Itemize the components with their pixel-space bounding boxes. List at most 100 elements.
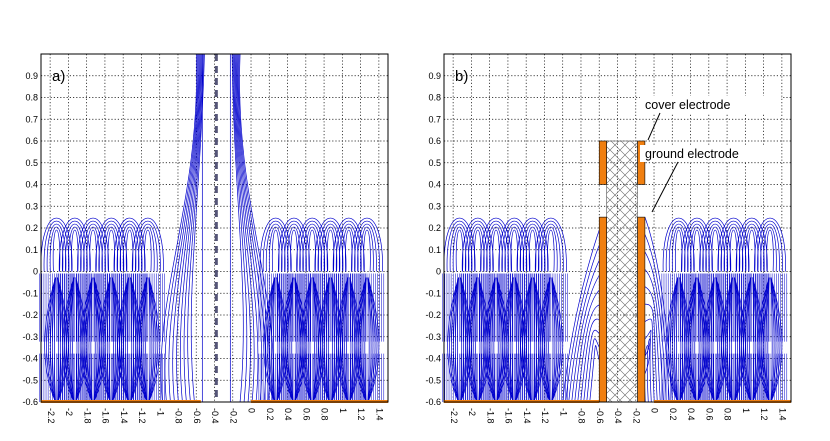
field-line [139,277,148,403]
field-line [305,277,312,403]
field-line [283,277,294,403]
field-line [265,277,276,403]
x-tick-label: -0.8 [174,408,184,424]
field-line [727,277,733,403]
field-line [66,277,75,403]
field-line [469,277,478,403]
field-line [443,217,476,272]
field-line [360,226,374,272]
field-line [461,217,494,272]
x-tick-label: 0 [650,408,660,413]
field-line [493,277,496,403]
field-line [729,230,738,272]
field-line [528,230,537,272]
x-tick-label: -1.6 [101,408,111,424]
field-line [285,277,294,403]
y-tick-label: 0.7 [25,114,38,124]
field-line [113,217,146,272]
field-line [231,53,244,403]
panel-b-frame [443,53,792,403]
field-line [745,277,752,403]
field-line [770,277,781,403]
panel-b: b) 0.90.80.70.60.50.40.30.20.10-0.1-0.2-… [425,53,792,424]
field-line [702,277,715,403]
field-line [767,277,770,403]
field-line [522,277,532,403]
field-line [351,217,383,272]
field-line [542,277,551,403]
field-line [526,277,532,403]
field-line [86,277,93,403]
field-line [138,223,158,272]
field-line [64,277,75,403]
field-line [644,234,670,403]
field-line [730,277,733,403]
field-line [148,277,157,403]
y-tick-label: 0.8 [25,93,38,103]
field-line [763,226,777,272]
field-line [530,277,532,403]
field-line [360,277,367,403]
panel-a-field-lines [39,53,388,403]
field-line [551,277,564,403]
field-line [644,318,655,403]
field-line [90,277,93,403]
field-line [84,277,93,403]
field-line [712,277,715,403]
field-line [708,277,715,403]
field-line [108,277,111,403]
field-line [95,217,128,272]
field-line [644,345,650,403]
field-line [268,226,283,272]
field-line [111,277,118,403]
x-tick-label: 1.2 [759,408,769,421]
y-tick-label: -0.5 [22,375,38,385]
field-line [301,277,312,403]
x-tick-label: -1.4 [119,408,129,424]
y-tick-label: 0.1 [428,245,441,255]
field-line [296,217,329,272]
x-tick-label: -0.4 [210,408,220,424]
field-line [135,221,161,272]
field-line [148,277,161,403]
field-line [666,277,679,403]
x-tick-label: -2.2 [46,408,56,424]
field-line [363,230,371,272]
field-line [367,277,370,403]
field-line [354,277,367,403]
panel-a-y-ticks: 0.90.80.70.60.50.40.30.20.10-0.1-0.2-0.3… [22,71,38,407]
x-tick-label: -1 [558,408,568,416]
field-line [93,277,100,403]
field-line [314,217,347,272]
field-line [122,226,137,272]
field-line [309,277,312,403]
field-line [236,53,263,403]
field-line [305,226,319,272]
field-line [475,277,478,403]
field-line [679,277,686,403]
cover-electrode-label: cover electrode [645,98,731,112]
field-line [478,277,485,403]
field-line [299,277,312,403]
field-line [290,230,298,272]
field-line [456,277,459,403]
field-line [71,230,79,272]
field-line [460,277,466,403]
field-line [489,277,496,403]
field-line [547,230,555,272]
field-line [336,277,349,403]
field-line [708,226,722,272]
field-line [346,277,349,403]
field-line [135,277,148,403]
field-line [312,277,319,403]
x-tick-label: -0.2 [228,408,238,424]
field-line [53,277,56,403]
field-line [644,217,673,403]
field-line [551,277,554,403]
field-line [711,230,719,272]
field-line [82,277,93,403]
x-tick-label: 0.8 [320,408,330,421]
field-line [121,277,129,403]
ground-electrode-label-bg [640,145,781,162]
